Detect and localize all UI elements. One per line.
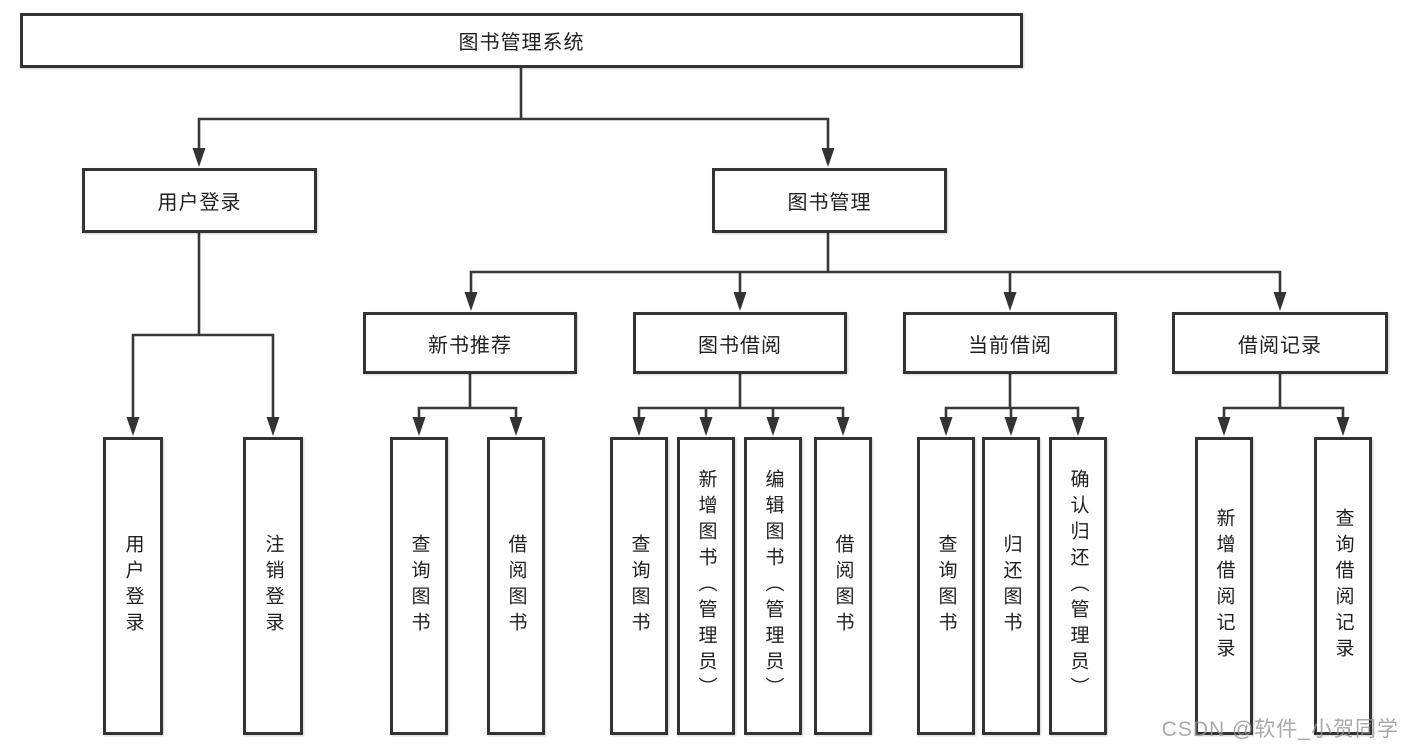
leaf-cb-query-label: 查询图书: [935, 534, 957, 638]
arrowhead: [733, 292, 747, 311]
arrowhead: [699, 417, 713, 436]
arrowhead: [632, 417, 646, 436]
arrowhead: [836, 417, 850, 436]
node-user-login: 用户登录: [82, 168, 317, 233]
leaf-bb-query-label: 查询图书: [628, 534, 650, 638]
leaf-logout-label: 注销登录: [262, 534, 284, 638]
node-book-mgmt: 图书管理: [712, 168, 947, 233]
leaf-br-query-label: 查询借阅记录: [1332, 508, 1354, 664]
leaf-user-login-label: 用户登录: [122, 534, 144, 638]
leaf-br-add-label: 新增借阅记录: [1213, 508, 1235, 664]
leaf-cb-confirm: 确认归还（管理员）: [1049, 437, 1107, 735]
arrowhead: [1003, 292, 1017, 311]
leaf-user-login: 用户登录: [103, 437, 163, 735]
node-book-borrow-label: 图书借阅: [698, 334, 782, 357]
connector-newbookrec-to-leaves: [412, 373, 523, 436]
node-borrow-records: 借阅记录: [1172, 312, 1388, 374]
leaf-bb-add-label: 新增图书（管理员）: [695, 469, 717, 703]
arrowhead: [821, 148, 835, 167]
leaf-bb-query: 查询图书: [610, 437, 668, 735]
connector-root-to-level2: [192, 67, 835, 167]
leaf-cb-confirm-label: 确认归还（管理员）: [1067, 469, 1089, 703]
node-current-borrow-label: 当前借阅: [968, 334, 1052, 357]
leaf-newbook-query-label: 查询图书: [408, 534, 430, 638]
arrowhead: [126, 417, 140, 436]
node-new-book-rec-label: 新书推荐: [428, 334, 512, 357]
node-root-label: 图书管理系统: [458, 32, 585, 54]
node-borrow-records-label: 借阅记录: [1238, 334, 1322, 357]
connector-bookborrow-to-leaves: [632, 373, 850, 436]
arrowhead: [266, 417, 280, 436]
arrowhead: [509, 417, 523, 436]
node-user-login-label: 用户登录: [157, 192, 242, 214]
watermark-text: CSDN @软件_小贺同学: [1161, 718, 1399, 741]
arrowhead: [1071, 417, 1085, 436]
arrowhead: [464, 292, 478, 311]
leaf-cb-query: 查询图书: [917, 437, 975, 735]
leaf-cb-return-label: 归还图书: [1000, 534, 1022, 638]
arrowhead: [939, 417, 953, 436]
connector-borrowrecords-to-leaves: [1217, 373, 1350, 436]
leaf-bb-borrow: 借阅图书: [814, 437, 872, 735]
connector-bookmgmt-to-level3: [464, 232, 1287, 311]
leaf-bb-add: 新增图书（管理员）: [677, 437, 735, 735]
leaf-bb-edit: 编辑图书（管理员）: [744, 437, 802, 735]
leaf-newbook-query: 查询图书: [390, 437, 448, 735]
node-root: 图书管理系统: [20, 13, 1023, 68]
node-new-book-rec: 新书推荐: [363, 312, 577, 374]
leaf-newbook-borrow-label: 借阅图书: [505, 534, 527, 638]
leaf-newbook-borrow: 借阅图书: [487, 437, 545, 735]
connector-userlogin-to-leaves: [126, 232, 280, 436]
node-current-borrow: 当前借阅: [903, 312, 1117, 374]
connector-currentborrow-to-leaves: [939, 373, 1085, 436]
arrowhead: [412, 417, 426, 436]
leaf-bb-borrow-label: 借阅图书: [832, 534, 854, 638]
leaf-br-add: 新增借阅记录: [1195, 437, 1253, 735]
leaf-br-query: 查询借阅记录: [1314, 437, 1372, 735]
leaf-cb-return: 归还图书: [982, 437, 1040, 735]
arrowhead: [1273, 292, 1287, 311]
arrowhead: [1336, 417, 1350, 436]
arrowhead: [1004, 417, 1018, 436]
leaf-logout: 注销登录: [243, 437, 303, 735]
arrowhead: [1217, 417, 1231, 436]
leaf-bb-edit-label: 编辑图书（管理员）: [762, 469, 784, 703]
arrowhead: [192, 148, 206, 167]
arrowhead: [766, 417, 780, 436]
node-book-mgmt-label: 图书管理: [787, 192, 872, 214]
node-book-borrow: 图书借阅: [633, 312, 847, 374]
